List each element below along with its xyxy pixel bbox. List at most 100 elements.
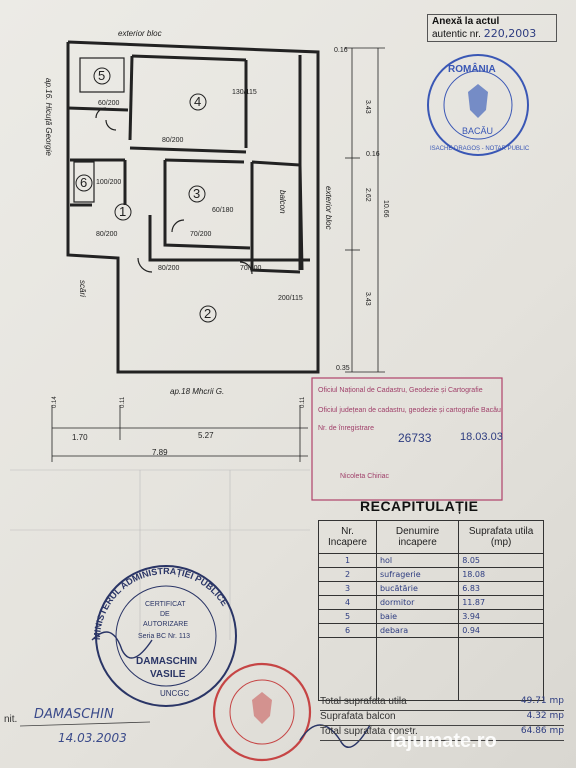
cell-name: bucătărie [375, 581, 460, 596]
cell-area: 11.87 [458, 595, 544, 610]
dim: 0.14 [52, 396, 58, 408]
header-name: Denumire incapere [375, 520, 460, 554]
auth-l1: CERTIFICAT [145, 601, 186, 608]
dim: 7.89 [152, 448, 168, 457]
ocpi-stamp: Oficiul Național de Cadastru, Geodezie ș… [311, 377, 503, 501]
label-bottom-wall: ap.18 Mhcrii G. [170, 387, 224, 396]
auth-name2: VASILE [150, 669, 186, 680]
recap-header-row: Nr. Incapere Denumire incapere Suprafata… [318, 520, 544, 554]
table-row: 5 baie 3.94 [318, 609, 544, 624]
dim: 3.43 [364, 100, 371, 114]
notary-stamp: ROMÂNIA BACĂU ISACHE DRAGOȘ - NOTAR PUBL… [427, 54, 530, 156]
table-row: 1 hol 8.05 [318, 553, 544, 568]
room-3-number: 3 [193, 186, 200, 201]
door-label: 100/200 [96, 179, 121, 186]
label-left-wall: ap.16. Hicuță Georgie [44, 78, 53, 156]
ocpi-reg-date: 18.03.03 [460, 431, 503, 443]
table-row-empty [318, 637, 544, 701]
authentic-label: autentic nr. [432, 29, 481, 40]
total-value: 64.86 mp [520, 726, 564, 736]
room-4-number: 4 [194, 94, 201, 109]
total-label: Total suprafata utila [320, 696, 407, 707]
cell-area: 18.08 [458, 567, 544, 582]
dim: 5.27 [198, 431, 214, 440]
auth-l2: DE [160, 611, 170, 618]
red-seal [212, 662, 312, 762]
door-label: 80/200 [162, 137, 184, 144]
label-top-wall: exterior bloc [118, 29, 162, 38]
room-6-number: 6 [80, 175, 87, 190]
recap-table: Nr. Incapere Denumire incapere Suprafata… [318, 520, 544, 701]
auth-l4: Seria BC Nr. 113 [138, 633, 190, 640]
cell-area: 0.94 [458, 623, 544, 638]
cell-nr: 2 [318, 567, 377, 582]
cell-name: debara [375, 623, 460, 638]
dim: 0.16 [366, 151, 380, 158]
ocpi-name: Nicoleta Chiriac [340, 473, 390, 480]
cell-name: hol [375, 553, 460, 568]
window-label: 130/115 [232, 89, 257, 96]
door-label: 80/200 [96, 231, 118, 238]
notary-stamp-city: BACĂU [462, 126, 493, 136]
signature-name: DAMASCHIN [34, 707, 114, 722]
walls [66, 40, 320, 374]
notary-stamp-top: ROMÂNIA [448, 62, 496, 75]
auth-l3: AUTORIZARE [143, 621, 188, 628]
total-useful: Total suprafata utila 49.71 mp [320, 696, 564, 711]
cell-nr: 3 [318, 581, 377, 596]
table-row: 2 sufragerie 18.08 [318, 567, 544, 582]
annex-label: Anexă la actul [432, 16, 500, 27]
cell-name: sufragerie [375, 567, 460, 582]
dim: 0.16 [334, 47, 348, 54]
dim: 10.66 [382, 200, 389, 218]
door-label: 60/200 [98, 100, 120, 107]
door-label: 70/200 [240, 265, 262, 272]
window-label: 200/115 [278, 295, 303, 302]
annex-box: Anexă la actul autentic nr. 220,2003 [427, 14, 557, 42]
authorization-stamp: MINISTERUL ADMINISTRAȚIEI PUBLICE CERTIF… [92, 565, 237, 707]
watermark-text: lajumate.ro [390, 730, 497, 752]
header-nr: Nr. Incapere [318, 520, 377, 554]
door-label: 70/200 [190, 231, 212, 238]
ocpi-line2: Oficiul județean de cadastru, geodezie ș… [318, 407, 501, 414]
ocpi-line1: Oficiul Național de Cadastru, Geodezie ș… [318, 387, 483, 394]
signature-date: 14.03.2003 [58, 731, 127, 745]
ocpi-reg-label: Nr. de înregistrare [318, 425, 374, 432]
dim: 2.62 [364, 188, 371, 202]
cell-area: 8.05 [458, 553, 544, 568]
cell-nr: 6 [318, 623, 377, 638]
auth-bottom: UNCGC [160, 689, 190, 698]
label-balcony: balcon [278, 190, 287, 214]
cell-name: baie [375, 609, 460, 624]
dim: 0.35 [336, 365, 350, 372]
total-constructed: Total suprafata constr.64.86 mp [320, 726, 564, 741]
cell-name: dormitor [375, 595, 460, 610]
watermark-logo: lajumate.ro [390, 730, 497, 753]
door-label: 80/200 [158, 265, 180, 272]
room-2-number: 2 [204, 306, 211, 321]
label-right-wall: exterior bloc [324, 186, 333, 230]
authentic-row: autentic nr. 220,2003 [432, 27, 552, 40]
ocpi-reg-number: 26733 [398, 431, 432, 445]
header-area: Suprafata utila (mp) [458, 520, 544, 554]
table-row: 3 bucătărie 6.83 [318, 581, 544, 596]
cell-area: 3.94 [458, 609, 544, 624]
cell-nr: 5 [318, 609, 377, 624]
authentic-number: 220,2003 [483, 27, 537, 40]
table-row: 4 dormitor 11.87 [318, 595, 544, 610]
signature-prefix: nit. [4, 714, 17, 725]
table-row: 6 debara 0.94 [318, 623, 544, 638]
auth-name1: DAMASCHIN [136, 656, 197, 667]
total-value: 4.32 mp [526, 711, 564, 721]
dim: 0.11 [120, 396, 126, 408]
room-5-number: 5 [98, 68, 105, 83]
dim: 1.70 [72, 433, 88, 442]
recap-title: RECAPITULAȚIE [360, 498, 479, 514]
total-value: 49.71 mp [520, 696, 564, 706]
dim: 0.11 [300, 396, 306, 408]
dim: 3.43 [364, 292, 371, 306]
label-stairs: scări [78, 280, 87, 297]
